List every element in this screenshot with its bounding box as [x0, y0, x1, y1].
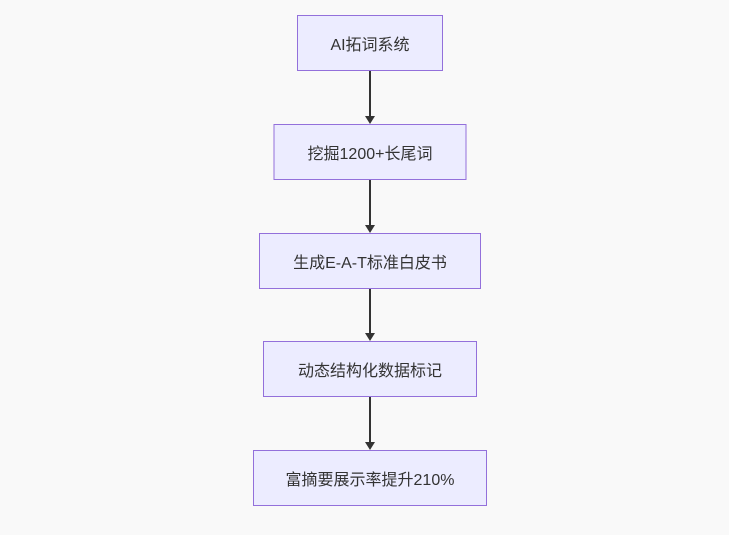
- arrow-line: [369, 71, 371, 116]
- flowchart-node-rich-snippet-result: 富摘要展示率提升210%: [253, 450, 487, 506]
- arrow-line: [369, 289, 371, 333]
- flowchart-node-eat-whitepaper: 生成E-A-T标准白皮书: [259, 233, 481, 289]
- arrow-line: [369, 180, 371, 225]
- node-label: 挖掘1200+长尾词: [307, 146, 433, 163]
- flow-arrow-3: [365, 289, 375, 341]
- flow-arrow-2: [365, 180, 375, 233]
- arrowhead-icon: [365, 225, 375, 233]
- arrowhead-icon: [365, 333, 375, 341]
- node-label: AI拓词系统: [330, 37, 410, 54]
- arrowhead-icon: [365, 442, 375, 450]
- flow-arrow-1: [365, 71, 375, 124]
- flowchart-node-longtail-mining: 挖掘1200+长尾词: [273, 124, 467, 180]
- node-label: 富摘要展示率提升210%: [285, 472, 455, 489]
- flow-arrow-4: [365, 397, 375, 450]
- flowchart-node-ai-keyword-system: AI拓词系统: [297, 15, 443, 71]
- node-label: 生成E-A-T标准白皮书: [293, 255, 447, 272]
- arrowhead-icon: [365, 116, 375, 124]
- arrow-line: [369, 397, 371, 442]
- flowchart-node-structured-data-markup: 动态结构化数据标记: [263, 341, 477, 397]
- node-label: 动态结构化数据标记: [297, 363, 442, 380]
